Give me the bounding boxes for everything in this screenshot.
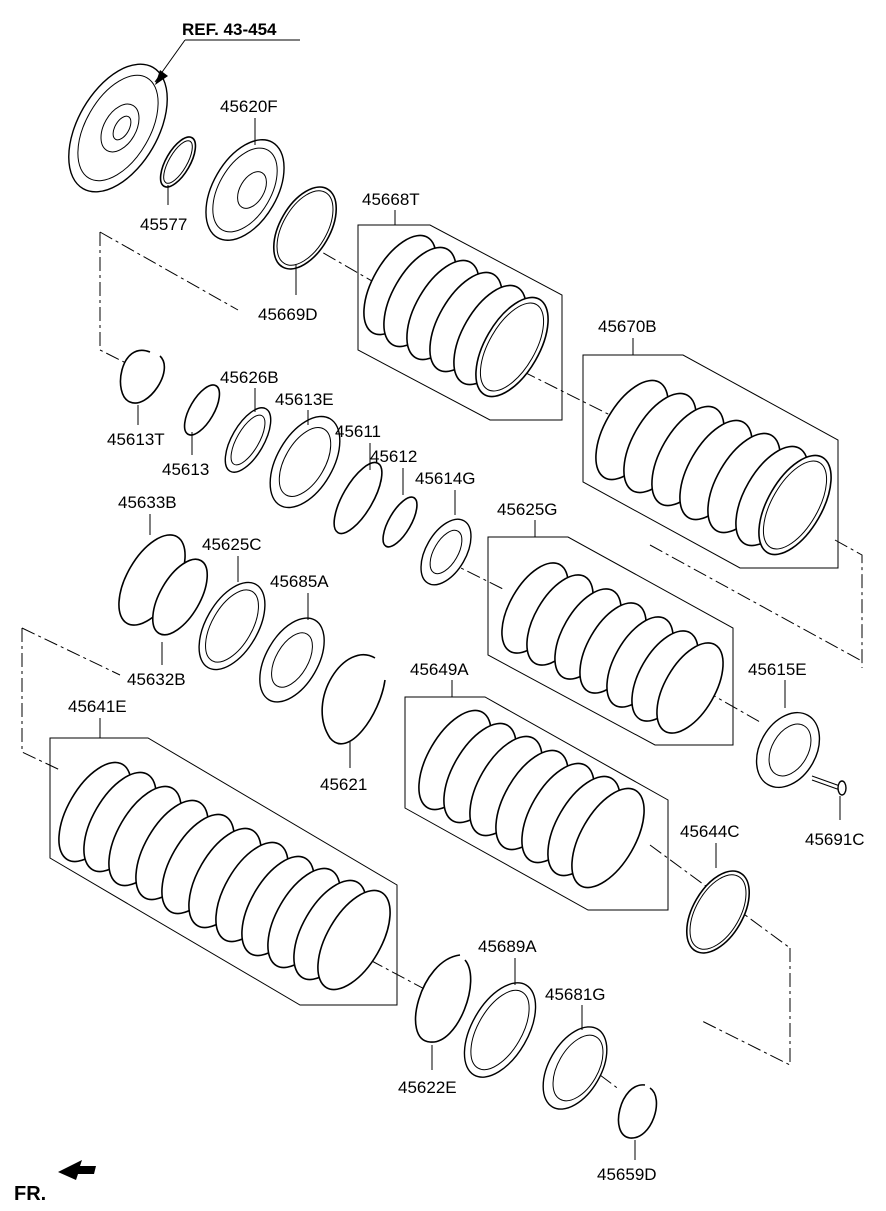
part-label-45691C[interactable]: 45691C [805,830,865,849]
part-label-45659D[interactable]: 45659D [597,1165,657,1184]
front-marker: FR. [14,1183,46,1205]
box-45668T [357,224,563,421]
part-label-45613T[interactable]: 45613T [107,430,165,449]
part-label-45613E[interactable]: 45613E [275,390,334,409]
box-45641E [49,737,398,1006]
part-label-45644C[interactable]: 45644C [680,822,740,841]
ref-drum-part [68,63,168,193]
part-label-45615E[interactable]: 45615E [748,660,807,679]
group-boxes [49,224,839,1006]
plates-45625G [501,562,724,734]
part-label-45621[interactable]: 45621 [320,775,367,794]
box-45649A [404,696,669,911]
part-label-45632B[interactable]: 45632B [127,670,186,689]
part-label-45649A[interactable]: 45649A [410,660,469,679]
part-label-45622E[interactable]: 45622E [398,1078,457,1097]
part-label-45613[interactable]: 45613 [162,460,209,479]
part-label-45669D[interactable]: 45669D [258,305,318,324]
box-45625G [487,536,734,746]
part-label-45620F[interactable]: 45620F [220,97,278,116]
part-label-45626B[interactable]: 45626B [220,368,279,387]
part-label-45689A[interactable]: 45689A [478,937,537,956]
part-label-45670B[interactable]: 45670B [598,317,657,336]
box-45670B [582,354,839,569]
plates-45649A [418,709,645,889]
plates-45670B [595,379,832,556]
gear-45620F [205,139,285,241]
part-label-45625C[interactable]: 45625C [202,535,262,554]
part-label-45614G[interactable]: 45614G [415,469,476,488]
leader-lines [99,118,841,1160]
part-label-45681G[interactable]: 45681G [545,985,606,1004]
part-label-45685A[interactable]: 45685A [270,572,329,591]
part-label-45577[interactable]: 45577 [140,215,187,234]
reference-label: REF. 43-454 [182,20,277,39]
part-label-45668T[interactable]: 45668T [362,190,420,209]
part-label-45612[interactable]: 45612 [370,447,417,466]
plates-45668T [363,234,549,398]
plates-45641E [58,761,391,991]
part-label-45625G[interactable]: 45625G [497,500,558,519]
part-label-45633B[interactable]: 45633B [118,493,177,512]
part-label-45611[interactable]: 45611 [335,422,381,441]
part-label-45641E[interactable]: 45641E [68,697,127,716]
front-arrow-icon [58,1160,96,1180]
